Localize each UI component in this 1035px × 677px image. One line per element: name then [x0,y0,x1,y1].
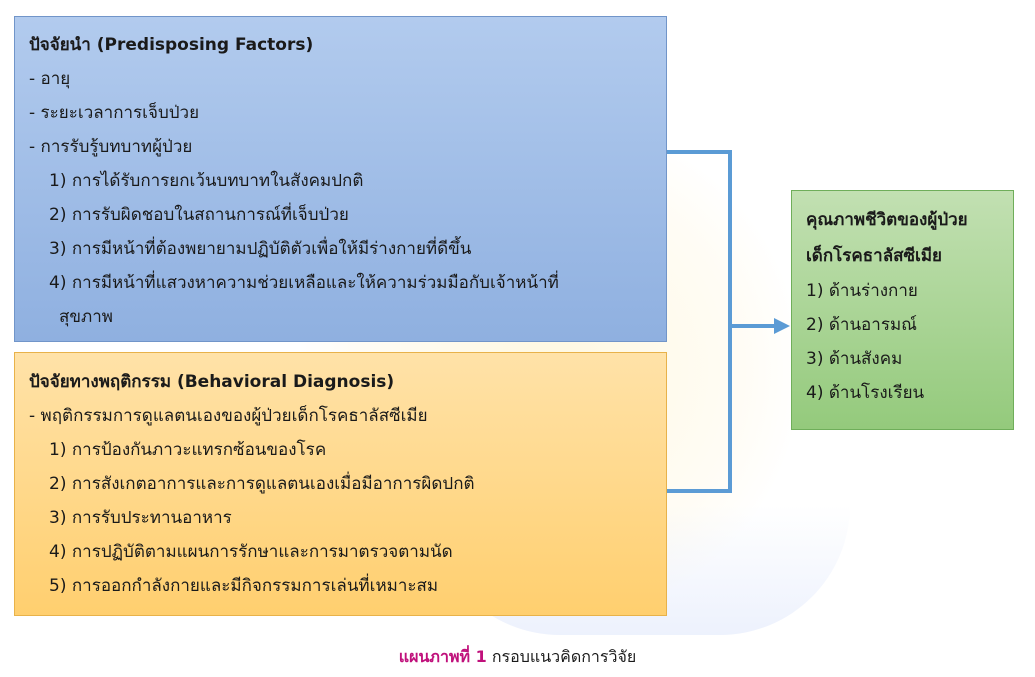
behavioral-title: ปัจจัยทางพฤติกรรม (Behavioral Diagnosis) [29,372,395,392]
caption-text: กรอบแนวคิดการวิจัย [491,647,637,666]
caption-label: แผนภาพที่ 1 [398,647,487,666]
role-subitem-4: 4) การมีหน้าที่แสวงหาความช่วยเหลือและให้… [49,273,559,293]
behavior-subitem-4: 4) การปฏิบัติตามแผนการรักษาและการมาตรวจต… [49,542,453,562]
predisposing-title: ปัจจัยนำ (Predisposing Factors) [29,35,314,55]
role-subitem-2: 2) การรับผิดชอบในสถานการณ์ที่เจ็บป่วย [49,205,349,225]
behavioral-item: - พฤติกรรมการดูแลตนเองของผู้ป่วยเด็กโรคธ… [29,406,428,426]
predisposing-item-duration: - ระยะเวลาการเจ็บป่วย [29,103,200,123]
predisposing-factors-box: ปัจจัยนำ (Predisposing Factors) - อายุ -… [14,16,667,342]
role-subitem-4-continuation: สุขภาพ [59,307,113,327]
predisposing-item-role-perception: - การรับรู้บทบาทผู้ป่วย [29,137,193,157]
arrow-head-icon [774,318,790,334]
quality-of-life-box: คุณภาพชีวิตของผู้ป่วย เด็กโรคธาลัสซีเมีย… [791,190,1014,430]
outcome-item-social: 3) ด้านสังคม [806,349,903,369]
behavior-subitem-3: 3) การรับประทานอาหาร [49,508,232,528]
outcome-title-line-2: เด็กโรคธาลัสซีเมีย [806,246,943,266]
behavior-subitem-1: 1) การป้องกันภาวะแทรกซ้อนของโรค [49,440,327,460]
predisposing-item-age: - อายุ [29,69,71,89]
behavior-subitem-5: 5) การออกกำลังกายและมีกิจกรรมการเล่นที่เ… [49,576,439,596]
outcome-item-physical: 1) ด้านร่างกาย [806,281,918,301]
role-subitem-3: 3) การมีหน้าที่ต้องพยายามปฏิบัติตัวเพื่อ… [49,239,472,259]
outcome-item-emotional: 2) ด้านอารมณ์ [806,315,917,335]
behavioral-diagnosis-box: ปัจจัยทางพฤติกรรม (Behavioral Diagnosis)… [14,352,667,616]
figure-caption: แผนภาพที่ 1 กรอบแนวคิดการวิจัย [0,646,1035,668]
bracket-connector [667,150,732,493]
behavior-subitem-2: 2) การสังเกตอาการและการดูแลตนเองเมื่อมีอ… [49,474,475,494]
role-subitem-1: 1) การได้รับการยกเว้นบทบาทในสังคมปกติ [49,171,364,191]
outcome-title-line-1: คุณภาพชีวิตของผู้ป่วย [806,210,968,230]
outcome-item-school: 4) ด้านโรงเรียน [806,383,925,403]
